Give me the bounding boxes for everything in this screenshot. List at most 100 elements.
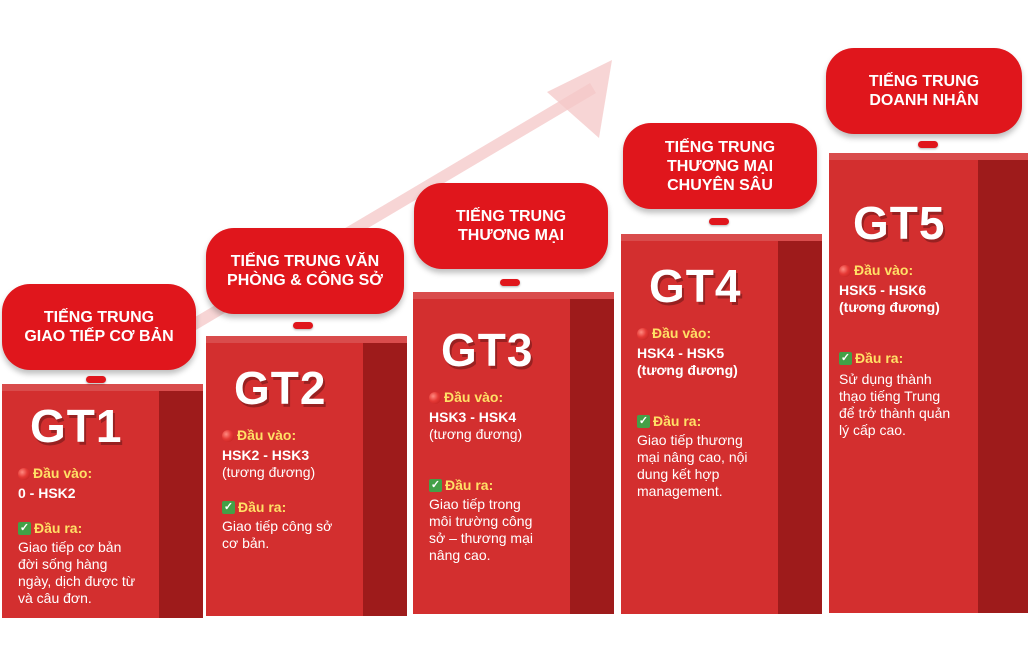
red-dot-icon xyxy=(429,391,441,404)
output-line: Giao tiếp thương xyxy=(637,432,743,448)
output-line: đời sống hàng xyxy=(18,556,108,572)
output-label: Đầu ra: xyxy=(855,350,904,366)
input-label: Đầu vào: xyxy=(33,465,93,481)
output-line: sở – thương mại xyxy=(429,530,533,546)
check-mark-icon: ✓ xyxy=(637,415,650,428)
check-mark-icon: ✓ xyxy=(429,479,442,492)
output-label-row: ✓Đầu ra: xyxy=(18,520,147,537)
level-gt2-block: GT2 Đầu vào: HSK2 - HSK3 (tương đương) ✓… xyxy=(206,336,407,616)
title-line: TIẾNG TRUNG xyxy=(455,208,567,225)
input-label-row: Đầu vào: xyxy=(839,262,972,279)
check-mark-icon: ✓ xyxy=(222,501,235,514)
output-line: lý cấp cao. xyxy=(839,422,906,438)
output-label-row: ✓Đầu ra: xyxy=(222,499,351,516)
output-line: dung kết hợp xyxy=(637,466,720,482)
output-line: Giao tiếp công sở xyxy=(222,518,333,534)
output-label-row: ✓Đầu ra: xyxy=(429,477,558,494)
input-label: Đầu vào: xyxy=(444,389,504,405)
title-connector xyxy=(293,322,313,329)
input-label: Đầu vào: xyxy=(237,427,297,443)
output-line: thạo tiếng Trung xyxy=(839,388,941,404)
output-line: ngày, dịch được từ xyxy=(18,573,136,589)
output-line: Giao tiếp cơ bản xyxy=(18,539,122,555)
output-line: và câu đơn. xyxy=(18,590,92,606)
title-line: THƯƠNG MẠI xyxy=(666,157,774,175)
output-label: Đầu ra: xyxy=(238,499,287,515)
output-line: nâng cao. xyxy=(429,547,491,563)
level-code: GT3 xyxy=(441,324,534,376)
level-gt4-title: TIẾNG TRUNG THƯƠNG MẠI CHUYÊN SÂU xyxy=(623,123,817,209)
block-side-face xyxy=(159,391,203,618)
level-gt1-block: GT1 Đầu vào: 0 - HSK2 ✓Đầu ra: Giao tiếp… xyxy=(2,384,203,618)
block-front-face: GT5 Đầu vào: HSK5 - HSK6 (tương đương) ✓… xyxy=(829,160,978,613)
level-code: GT4 xyxy=(649,260,742,312)
input-value: HSK4 - HSK5 xyxy=(637,345,725,361)
growth-arrow-head xyxy=(547,60,612,138)
title-line: PHÒNG & CÔNG SỞ xyxy=(227,272,383,289)
block-front-face: GT3 Đầu vào: HSK3 - HSK4 (tương đương) ✓… xyxy=(413,299,570,614)
check-mark-icon: ✓ xyxy=(839,352,852,365)
red-dot-icon xyxy=(839,264,851,277)
output-line: mại nâng cao, nội xyxy=(637,449,748,465)
level-gt3-block: GT3 Đầu vào: HSK3 - HSK4 (tương đương) ✓… xyxy=(413,292,614,614)
input-label: Đầu vào: xyxy=(854,262,914,278)
title-line: TIẾNG TRUNG xyxy=(664,138,776,156)
title-connector xyxy=(86,376,106,383)
output-line: management. xyxy=(637,483,723,499)
output-line: môi trường công xyxy=(429,513,533,529)
title-line: THƯƠNG MẠI xyxy=(457,227,565,244)
output-line: Giao tiếp trong xyxy=(429,496,521,512)
input-label-row: Đầu vào: xyxy=(429,389,558,406)
block-side-face xyxy=(978,160,1028,613)
title-connector xyxy=(500,279,520,286)
output-label: Đầu ra: xyxy=(34,520,83,536)
output-description: Sử dụng thành thạo tiếng Trung để trở th… xyxy=(839,371,972,439)
input-label: Đầu vào: xyxy=(652,325,712,341)
output-label-row: ✓Đầu ra: xyxy=(637,413,766,430)
input-value: 0 - HSK2 xyxy=(18,485,76,501)
output-label-row: ✓Đầu ra: xyxy=(839,350,972,367)
output-description: Giao tiếp công sở cơ bản. xyxy=(222,518,351,552)
level-gt4-block: GT4 Đầu vào: HSK4 - HSK5 (tương đương) ✓… xyxy=(621,234,822,614)
level-gt1-title: TIẾNG TRUNG GIAO TIẾP CƠ BẢN xyxy=(2,284,196,370)
level-code: GT1 xyxy=(30,400,123,452)
output-line: Sử dụng thành xyxy=(839,371,932,387)
block-side-face xyxy=(363,343,407,616)
block-side-face xyxy=(570,299,614,614)
red-dot-icon xyxy=(18,467,30,480)
title-line: CHUYÊN SÂU xyxy=(667,176,773,194)
level-code: GT2 xyxy=(234,362,327,414)
block-front-face: GT4 Đầu vào: HSK4 - HSK5 (tương đương) ✓… xyxy=(621,241,778,614)
level-gt3-title: TIẾNG TRUNG THƯƠNG MẠI xyxy=(414,183,608,269)
level-code: GT5 xyxy=(853,197,946,249)
output-line: cơ bản. xyxy=(222,535,270,551)
output-line: để trở thành quản xyxy=(839,405,951,421)
title-line: TIẾNG TRUNG xyxy=(43,309,155,326)
input-note: (tương đương) xyxy=(839,299,940,315)
output-label: Đầu ra: xyxy=(445,477,494,493)
input-value: HSK3 - HSK4 xyxy=(429,409,517,425)
red-dot-icon xyxy=(637,327,649,340)
block-front-face: GT1 Đầu vào: 0 - HSK2 ✓Đầu ra: Giao tiếp… xyxy=(2,391,159,618)
output-description: Giao tiếp thương mại nâng cao, nội dung … xyxy=(637,432,766,500)
input-label-row: Đầu vào: xyxy=(18,465,147,482)
output-description: Giao tiếp trong môi trường công sở – thư… xyxy=(429,496,558,564)
title-line: GIAO TIẾP CƠ BẢN xyxy=(24,328,174,345)
output-label: Đầu ra: xyxy=(653,413,702,429)
level-gt5-block: GT5 Đầu vào: HSK5 - HSK6 (tương đương) ✓… xyxy=(829,153,1028,613)
level-gt2-title: TIẾNG TRUNG VĂN PHÒNG & CÔNG SỞ xyxy=(206,228,404,314)
input-label-row: Đầu vào: xyxy=(222,427,351,444)
block-front-face: GT2 Đầu vào: HSK2 - HSK3 (tương đương) ✓… xyxy=(206,343,363,616)
title-line: DOANH NHÂN xyxy=(869,92,979,109)
input-value: HSK2 - HSK3 xyxy=(222,447,310,463)
input-note: (tương đương) xyxy=(637,362,738,378)
input-note: (tương đương) xyxy=(222,464,316,480)
input-note: (tương đương) xyxy=(429,426,523,442)
block-side-face xyxy=(778,241,822,614)
level-gt5-title: TIẾNG TRUNG DOANH NHÂN xyxy=(826,48,1022,134)
check-mark-icon: ✓ xyxy=(18,522,31,535)
title-connector xyxy=(709,218,729,225)
input-value: HSK5 - HSK6 xyxy=(839,282,927,298)
title-line: TIẾNG TRUNG VĂN xyxy=(230,253,380,270)
title-line: TIẾNG TRUNG xyxy=(868,73,980,90)
